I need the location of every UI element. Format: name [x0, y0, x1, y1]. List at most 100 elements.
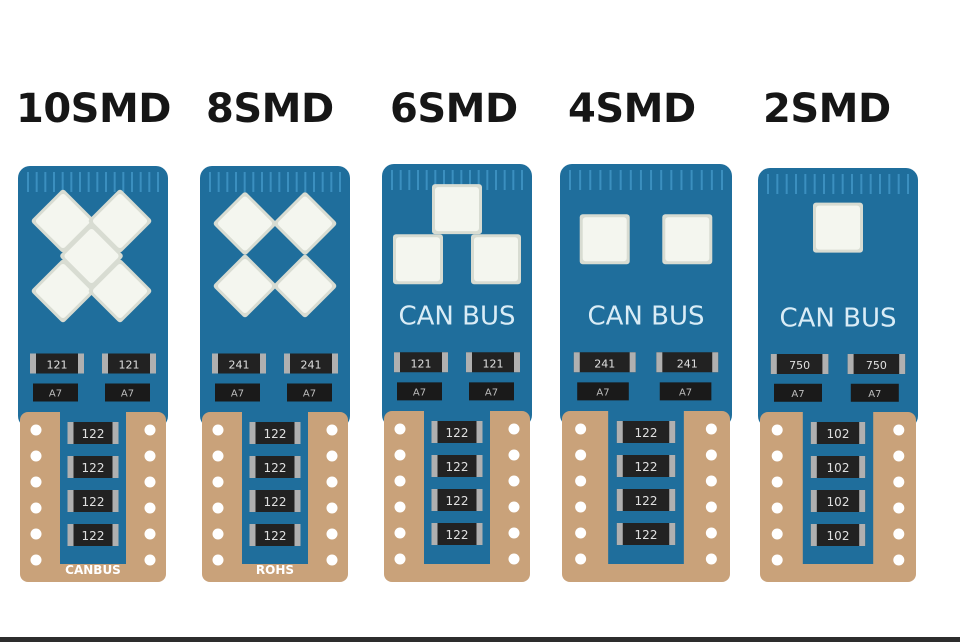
stack-resistor: [810, 524, 866, 546]
via-hole: [705, 449, 717, 461]
stack-resistor-code: 122: [635, 494, 658, 508]
stack-resistor: [67, 422, 119, 444]
via-hole: [326, 424, 338, 436]
diode: [287, 383, 332, 402]
resistor-code: 241: [229, 359, 250, 372]
stack-resistor-code: 122: [82, 461, 105, 475]
smd-led: [662, 214, 713, 265]
stack-resistor-code: 122: [635, 528, 658, 542]
resistor: [847, 354, 906, 374]
label-2smd: 2SMD: [763, 86, 891, 132]
stack-resistor: [431, 489, 483, 511]
diode: [33, 383, 78, 402]
stack-resistor: [67, 456, 119, 478]
diode: [469, 382, 514, 401]
via-hole: [893, 476, 905, 488]
via-hole: [212, 554, 224, 566]
smd-led: [31, 259, 95, 323]
via-hole: [30, 476, 42, 488]
via-hole: [326, 554, 338, 566]
stack-resistor-code: 122: [264, 461, 287, 475]
via-hole: [893, 502, 905, 514]
stack-resistor: [810, 422, 866, 444]
via-hole: [508, 501, 520, 513]
stack-resistor-code: 122: [82, 495, 105, 509]
via-hole: [893, 450, 905, 462]
via-hole: [144, 554, 156, 566]
stack-resistor: [616, 455, 676, 477]
via-hole: [575, 527, 587, 539]
stack-resistor: [431, 455, 483, 477]
resistor: [212, 353, 266, 374]
stack-resistor-code: 102: [827, 529, 850, 543]
via-hole: [30, 424, 42, 436]
via-hole: [326, 502, 338, 514]
resistor-code: 241: [677, 357, 698, 370]
via-hole: [771, 476, 783, 488]
via-hole: [893, 528, 905, 540]
smd-led: [88, 259, 152, 323]
via-hole: [705, 553, 717, 565]
diode-mark: A7: [303, 389, 316, 400]
resistor: [770, 354, 829, 374]
diode-mark: A7: [791, 389, 804, 400]
stack-resistor-code: 122: [446, 426, 469, 440]
smd-led: [393, 234, 443, 285]
bottom-divider: [0, 637, 960, 642]
via-hole: [144, 502, 156, 514]
smd-led: [213, 192, 277, 255]
via-hole: [705, 423, 717, 435]
stack-resistor: [249, 490, 301, 512]
resistor-code: 121: [483, 357, 504, 370]
label-8smd: 8SMD: [206, 86, 334, 132]
via-hole: [705, 527, 717, 539]
stack-resistor-code: 122: [446, 494, 469, 508]
stack-resistor: [810, 490, 866, 512]
stack-resistor-code: 122: [446, 528, 469, 542]
smd-led: [273, 254, 337, 318]
via-hole: [771, 450, 783, 462]
smd-led: [213, 254, 277, 318]
via-hole: [508, 475, 520, 487]
can-bus-label: CAN BUS: [587, 302, 704, 332]
resistor-code: 121: [119, 359, 140, 372]
resistor: [394, 352, 448, 373]
via-hole: [508, 449, 520, 461]
stack-resistor-code: 122: [635, 460, 658, 474]
stack-resistor: [616, 421, 676, 443]
diode-mark: A7: [596, 387, 609, 398]
diode-mark: A7: [231, 389, 244, 400]
smd-led: [579, 214, 630, 265]
label-6smd: 6SMD: [390, 86, 518, 132]
stack-resistor-code: 102: [827, 461, 850, 475]
stack-resistor: [249, 524, 301, 546]
diode-mark: A7: [49, 389, 62, 400]
via-hole: [394, 527, 406, 539]
via-hole: [212, 424, 224, 436]
via-hole: [30, 450, 42, 462]
via-hole: [575, 475, 587, 487]
via-hole: [144, 528, 156, 540]
via-hole: [394, 449, 406, 461]
silkscreen-text: CANBUS: [65, 563, 121, 577]
silkscreen-text: ROHS: [256, 563, 294, 577]
diode: [215, 383, 260, 402]
via-hole: [394, 501, 406, 513]
stack-resistor: [810, 456, 866, 478]
resistor-code: 241: [301, 359, 322, 372]
via-hole: [30, 554, 42, 566]
via-hole: [326, 450, 338, 462]
stack-resistor: [431, 523, 483, 545]
via-hole: [771, 424, 783, 436]
diode-mark: A7: [485, 387, 498, 398]
via-hole: [30, 502, 42, 514]
label-10smd: 10SMD: [16, 86, 171, 132]
diode-mark: A7: [413, 387, 426, 398]
via-hole: [575, 449, 587, 461]
via-hole: [394, 553, 406, 565]
resistor: [573, 352, 636, 373]
resistor-code: 121: [47, 359, 68, 372]
diode: [659, 382, 712, 401]
stack-resistor-code: 122: [264, 495, 287, 509]
